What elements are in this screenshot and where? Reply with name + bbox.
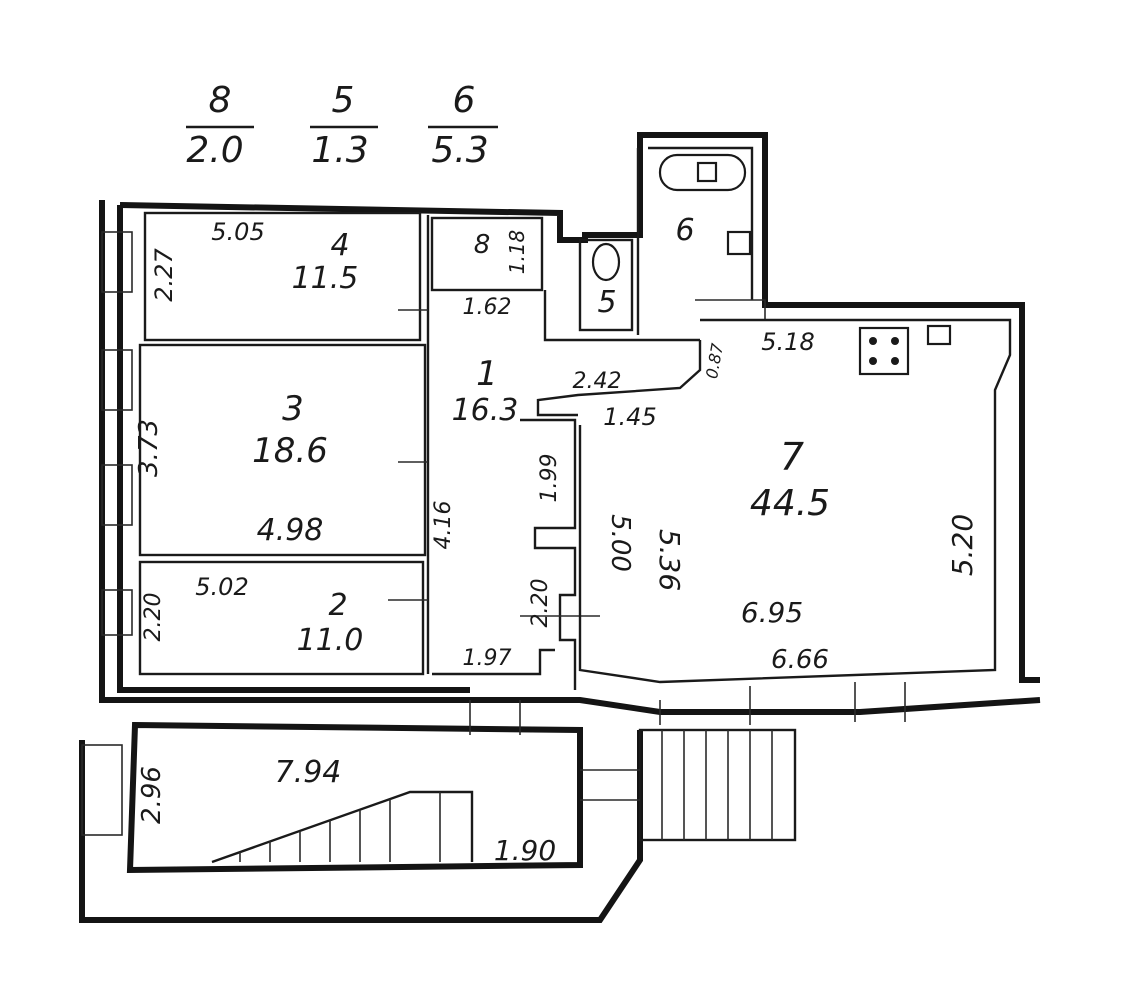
legend-area-5: 1.3 [311, 130, 368, 171]
dim-room8-depth: 1.18 [505, 230, 529, 275]
dim-hall-bevel: 0.87 [702, 341, 727, 380]
room-8-number: 8 [474, 230, 491, 260]
west-windows [101, 231, 133, 636]
room-4-number: 4 [330, 228, 349, 263]
room-8-outline [430, 216, 544, 292]
dim-hall-lower: 2.20 [528, 579, 553, 628]
dim-room7-right: 5.20 [946, 514, 979, 576]
dim-room7-left-inner: 5.00 [605, 514, 635, 572]
dimension-labels: 5.05 2.27 1.18 1.62 3.73 4.98 4.16 5.02 … [134, 218, 979, 867]
room-3-outline [138, 343, 427, 557]
room-4-outline [143, 211, 422, 342]
dim-room3-width: 4.98 [257, 513, 324, 548]
legend-number-6: 6 [453, 80, 476, 121]
dim-room8-width: 1.62 [463, 295, 512, 320]
stove-icon [858, 326, 910, 376]
bathroom-door-mark [695, 299, 766, 320]
burner-icon [891, 357, 899, 365]
wet-rooms [578, 148, 766, 335]
window-room4 [101, 231, 133, 293]
hall-east-edge [520, 418, 577, 690]
dim-room4-width: 5.05 [211, 218, 264, 246]
room-3-number: 3 [282, 389, 304, 429]
legend-number-5: 5 [332, 80, 355, 121]
room-1-number: 1 [476, 354, 498, 394]
room-7 [578, 318, 1012, 725]
dim-hall-niche: 1.99 [537, 454, 562, 503]
west-rooms [138, 211, 430, 676]
room-2-outline [138, 560, 425, 676]
burner-icon [891, 337, 899, 345]
dim-stair-run: 1.90 [494, 834, 556, 867]
dim-hall-upper: 2.42 [573, 369, 622, 394]
window-room2 [101, 589, 133, 636]
dim-stair-depth: 2.96 [137, 766, 167, 824]
legend-number-8: 8 [209, 80, 232, 121]
window-room3-b [101, 464, 133, 526]
north-east-wall [119, 132, 1040, 683]
kitchen-sink-icon [926, 324, 952, 346]
stair-block [79, 700, 797, 923]
room-7-outline [578, 318, 1012, 684]
room-2-area: 11.0 [297, 623, 364, 658]
room-4-area: 11.5 [292, 261, 359, 296]
inner-west-wall [117, 205, 470, 693]
drain-icon [696, 161, 718, 183]
room-3-area: 18.6 [252, 431, 328, 471]
burner-icon [869, 357, 877, 365]
hall-angled-edge [536, 340, 702, 417]
dim-room7-width: 6.95 [741, 596, 803, 629]
sink-icon [726, 230, 752, 256]
outer-stair [638, 728, 797, 842]
hall-area [430, 216, 702, 690]
toilet-icon [591, 242, 621, 282]
dim-room7-left: 5.36 [653, 529, 686, 591]
inner-stair-run [211, 790, 474, 864]
hall-north-edge [543, 290, 700, 342]
dim-room2-depth: 2.20 [141, 593, 166, 642]
dim-hall-width: 1.97 [463, 646, 512, 671]
legend: 8 2.0 5 1.3 6 5.3 [186, 80, 498, 171]
room-2-number: 2 [328, 588, 347, 623]
dim-room4-depth: 2.27 [150, 248, 178, 302]
stairwell-outline [126, 721, 583, 874]
legend-area-8: 2.0 [186, 130, 243, 171]
room-7-number: 7 [780, 435, 804, 479]
outer-stair-wall [79, 730, 643, 923]
burner-icon [869, 337, 877, 345]
dim-room7-top: 5.18 [761, 328, 814, 356]
south-wall [470, 697, 1041, 715]
room-labels: 4 11.5 3 18.6 2 11.0 1 16.3 8 5 6 7 44.5 [252, 213, 830, 658]
dim-hall-length: 4.16 [431, 501, 456, 550]
hall-south-edge [432, 648, 555, 676]
room-7-area: 44.5 [750, 483, 830, 524]
window-room3-a [101, 349, 133, 411]
room-6-number: 6 [675, 213, 694, 248]
dim-stair-width: 7.94 [275, 755, 342, 790]
dim-room7-bottom: 6.66 [771, 645, 829, 675]
dim-room2-width: 5.02 [195, 573, 248, 601]
room-5-outline [578, 238, 634, 332]
stair-window [81, 744, 123, 836]
dim-room3-depth: 3.73 [134, 419, 164, 477]
room-5-number: 5 [597, 285, 616, 320]
dim-hall-angle: 1.45 [603, 403, 656, 431]
wc-inner-line [648, 146, 754, 300]
legend-area-6: 5.3 [431, 130, 488, 171]
room-1-area: 16.3 [452, 393, 519, 428]
